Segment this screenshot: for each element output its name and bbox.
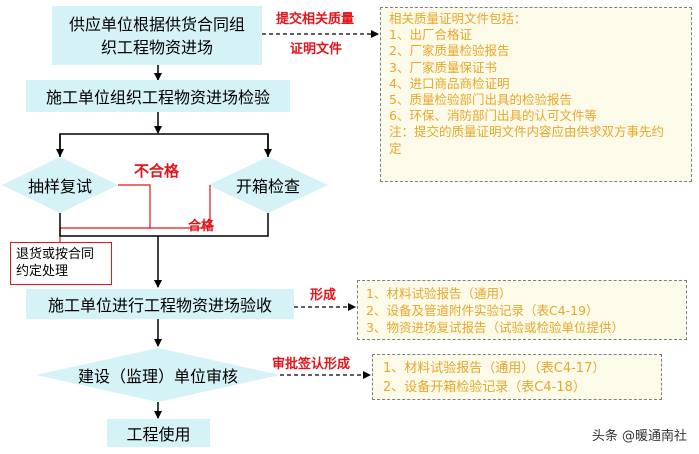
node-use: 工程使用 <box>107 419 210 447</box>
note-quality-docs-line: 1、出厂合格证 <box>389 27 472 43</box>
node-construction-check: 施工单位组织工程物资进场检验 <box>26 80 290 112</box>
node-open-inspect-label: 开箱检查 <box>235 177 300 196</box>
note-acceptance-docs-line: 3、物资进场复试报告（试验或检验单位提供） <box>366 320 624 335</box>
node-sample-retest: 抽样复试 <box>10 172 110 198</box>
node-return-goods-label: 退货或按合同约定处理 <box>16 247 95 279</box>
note-review-docs-line: 1、材料试验报告（通用）（表C4-17） <box>383 361 606 376</box>
label-submit-quality: 提交相关质量 <box>276 12 355 27</box>
note-quality-docs-line: 6、环保、消防部门出具的认可文件等 <box>389 108 597 124</box>
node-supply: 供应单位根据供货合同组织工程物资进场 <box>52 6 262 65</box>
watermark-text: 头条 @暖通南社 <box>591 429 687 444</box>
note-review-docs: 1、材料试验报告（通用）（表C4-17） 2、设备开箱检验记录（表C4-18） <box>372 354 662 400</box>
note-quality-docs-line: 5、质量检验部门出具的检验报告 <box>389 92 572 108</box>
diamond-review <box>36 348 280 402</box>
node-open-inspect: 开箱检查 <box>218 172 318 198</box>
node-acceptance-label: 施工单位进行工程物资进场验收 <box>47 296 272 315</box>
label-approve-sign: 审批签认形成 <box>272 357 351 372</box>
note-quality-docs-line: 相关质量证明文件包括： <box>389 11 527 26</box>
branch-split-line <box>59 133 269 157</box>
diamond-open-inspect <box>208 157 328 213</box>
note-quality-docs-line: 注：提交的质量证明文件内容应由供求双方事先约定 <box>389 124 665 156</box>
node-review-label: 建设（监理）单位审核 <box>77 367 238 386</box>
node-review: 建设（监理）单位审核 <box>56 362 260 388</box>
node-supply-label: 供应单位根据供货合同组织工程物资进场 <box>68 14 245 57</box>
note-quality-docs-line: 3、厂家质量保证书 <box>389 59 497 75</box>
diamond-sample-retest <box>2 157 118 213</box>
label-certificates: 证明文件 <box>290 42 343 57</box>
node-construction-check-label: 施工单位组织工程物资进场检验 <box>45 88 270 107</box>
note-acceptance-docs-line: 2、设备及管道附件实验记录（表C4-19） <box>366 303 599 318</box>
node-acceptance: 施工单位进行工程物资进场验收 <box>26 289 294 319</box>
label-form: 形成 <box>310 288 337 303</box>
label-qualified: 合格 <box>188 219 215 234</box>
note-review-docs-line: 2、设备开箱检验记录（表C4-18） <box>383 380 586 395</box>
note-quality-docs: 相关质量证明文件包括： 1、出厂合格证 2、厂家质量检验报告 3、厂家质量保证书… <box>380 7 692 182</box>
watermark: 头条 @暖通南社 <box>592 425 687 444</box>
node-return-goods: 退货或按合同约定处理 <box>10 242 112 285</box>
label-unqualified: 不合格 <box>134 162 180 180</box>
note-quality-docs-line: 4、进口商品商检证明 <box>389 75 510 91</box>
note-quality-docs-line: 2、厂家质量检验报告 <box>389 43 510 59</box>
node-sample-retest-label: 抽样复试 <box>27 177 92 196</box>
qualified-merge-line <box>59 213 269 237</box>
note-acceptance-docs: 1、材料试验报告（通用） 2、设备及管道附件实验记录（表C4-19） 3、物资进… <box>357 280 687 340</box>
note-acceptance-docs-line: 1、材料试验报告（通用） <box>366 286 512 301</box>
node-use-label: 工程使用 <box>126 425 191 444</box>
